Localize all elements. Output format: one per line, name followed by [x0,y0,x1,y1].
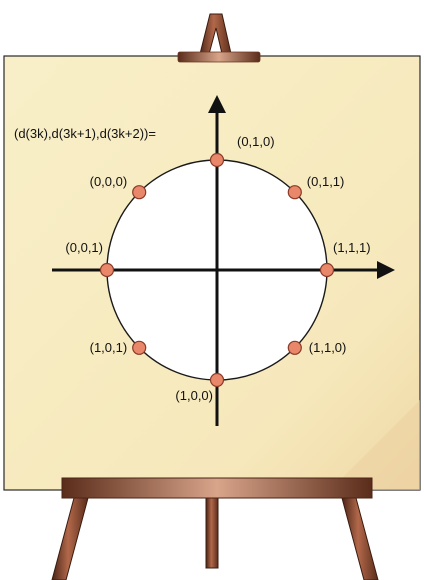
point-label: (0,1,1) [307,174,345,189]
point-marker [319,262,335,278]
point-label: (0,0,1) [65,240,103,255]
board-sheen [330,400,420,490]
point-marker [99,262,115,278]
point-label: (1,0,1) [90,340,128,355]
easel-top-clamp [177,51,261,63]
point-marker [132,185,147,200]
point-markers [99,152,335,388]
easel-left-leg [51,497,89,580]
easel-back-leg [205,497,219,569]
point-marker [287,185,302,200]
easel-shelf [61,477,373,499]
point-label: (1,0,0) [175,388,213,403]
point-label: (0,0,0) [90,174,128,189]
point-marker [209,372,225,388]
easel-top-leg [198,13,233,59]
point-label: (1,1,0) [309,340,347,355]
point-label: (0,1,0) [237,134,275,149]
point-labels: (0,1,0) (0,1,1) (1,1,1) (1,1,0) (1,0,0) (1,0,… [65,134,370,403]
point-marker [209,152,225,168]
circle-diagram: (0,1,0) (0,1,1) (1,1,1) (1,1,0) (1,0,0) (1,0,… [14,95,395,426]
easel-right-leg [341,497,379,580]
point-marker [132,340,147,355]
point-marker [287,340,302,355]
point-label: (1,1,1) [333,240,371,255]
diagram-caption: (d(3k),d(3k+1),d(3k+2))= [14,126,156,141]
